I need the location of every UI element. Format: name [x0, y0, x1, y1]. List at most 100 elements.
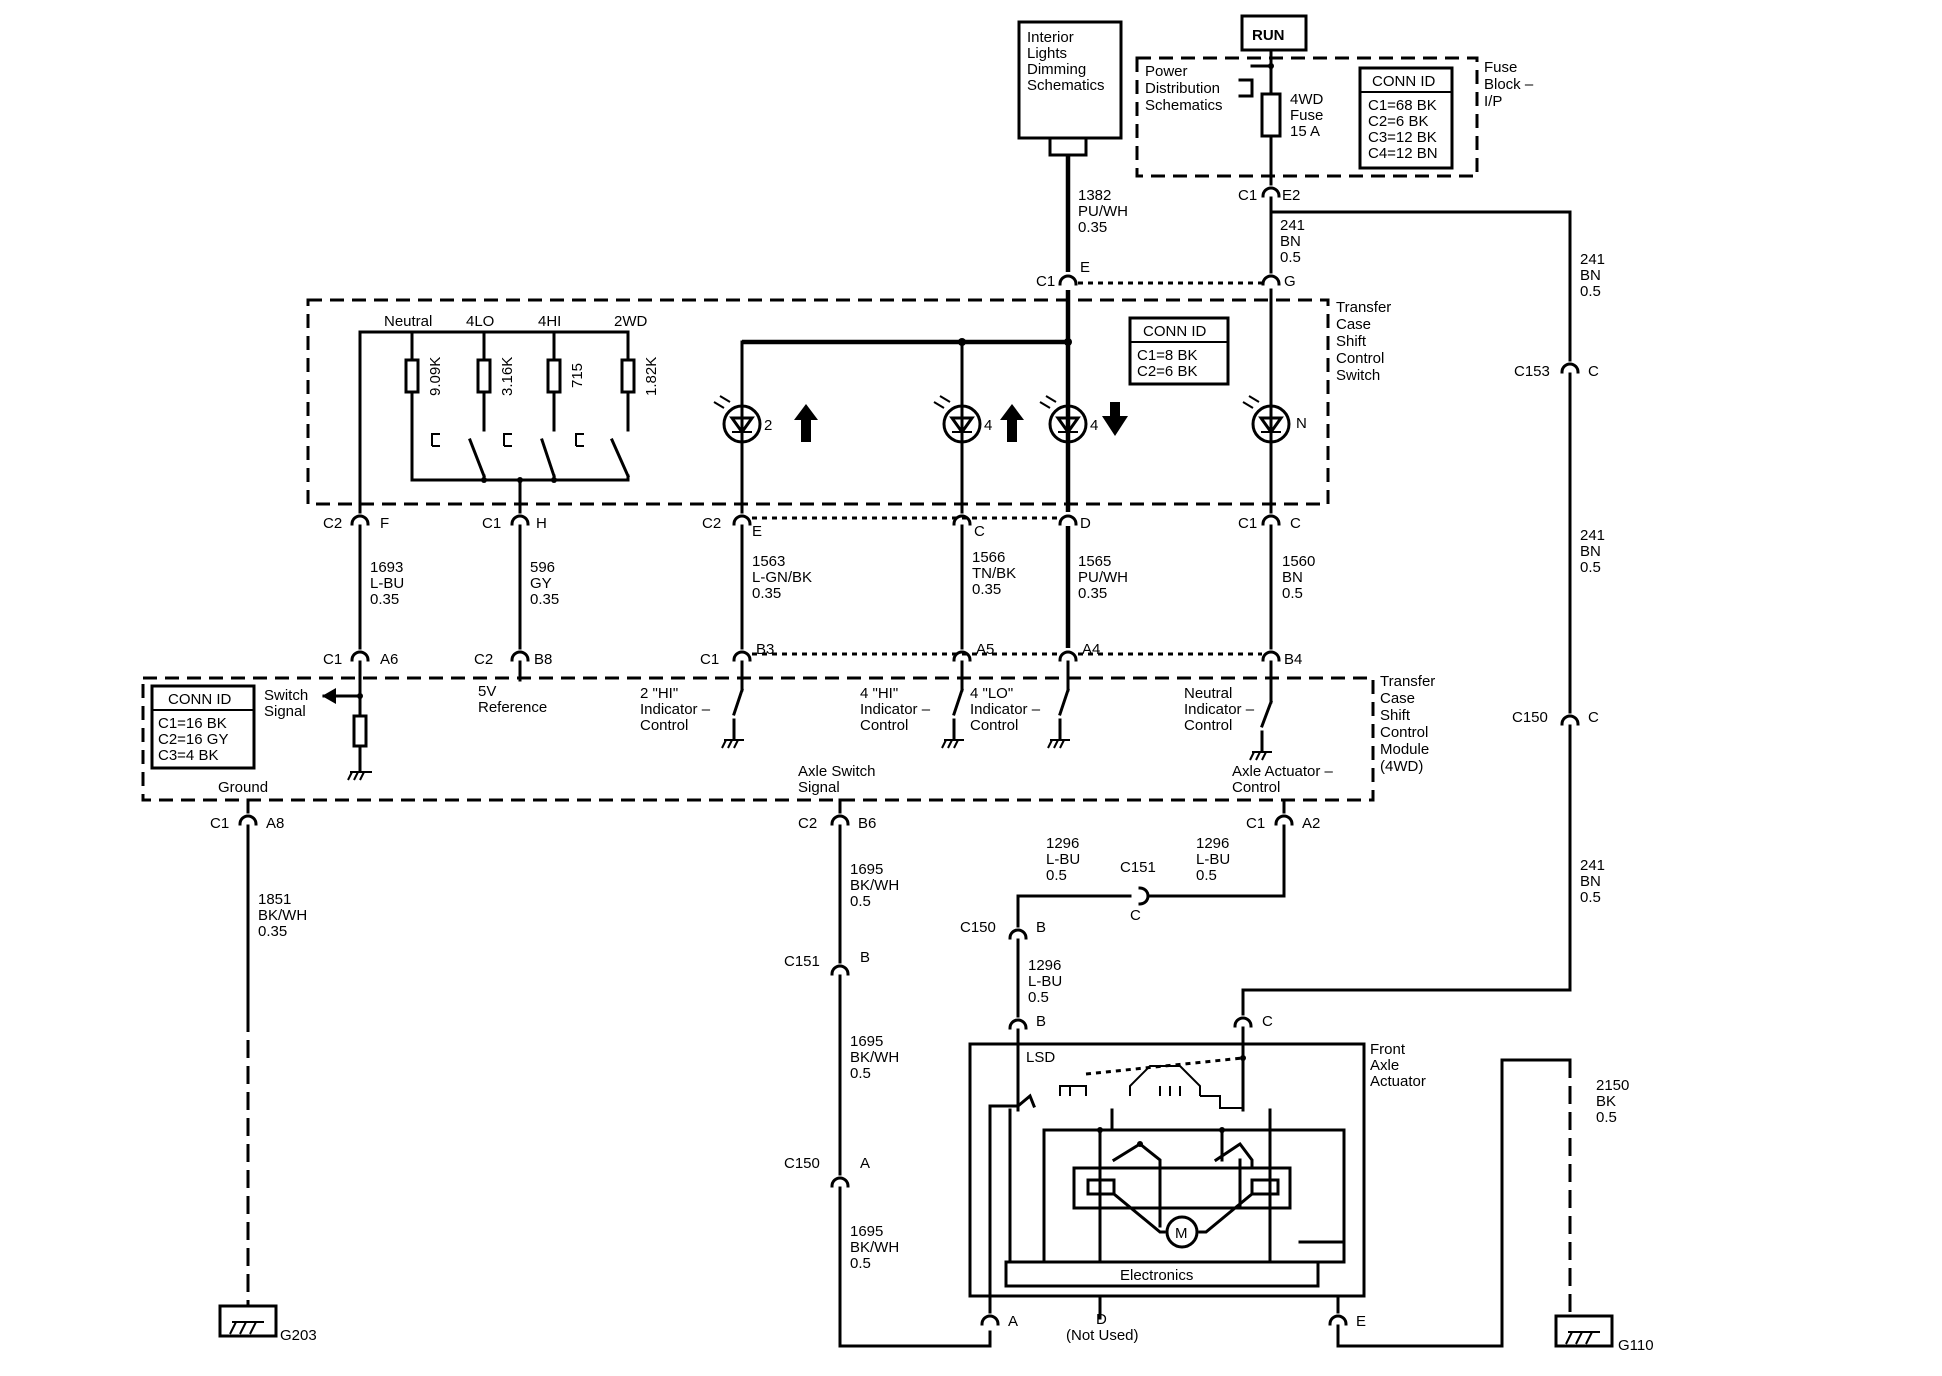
ground-g110-wire: G110 — [1500, 1058, 1654, 1354]
tcss-title-4: Control — [1336, 350, 1384, 367]
hi4-label-3: Control — [860, 717, 908, 734]
wire-241c-1: 241 — [1580, 527, 1605, 544]
neutral-label-1: Neutral — [1184, 685, 1232, 702]
wire-1296a-2: L-BU — [1046, 851, 1080, 868]
tcss-conn-1: C1=8 BK — [1137, 347, 1197, 364]
switch-signal-2: Signal — [264, 703, 306, 720]
sw-d: D — [1080, 515, 1091, 532]
interior-lights-block: Interior Lights Dimming Schematics — [1017, 20, 1123, 157]
axle-actuator-1: Axle Actuator – — [1232, 763, 1334, 780]
fuse-conn-3: C3=12 BK — [1368, 129, 1437, 146]
m-c1-b3-left: C1 — [700, 651, 719, 668]
resistor-3: 715 — [546, 330, 586, 432]
conn-c1-e-right: E — [1080, 259, 1090, 276]
wire-1296c-3: 0.5 — [1028, 989, 1049, 1006]
res-4-label: 1.82K — [643, 357, 660, 396]
tcscm-conn-1: C1=16 BK — [158, 715, 227, 732]
wire-1566-3: 0.35 — [972, 581, 1001, 598]
interior-label-2: Lights — [1027, 45, 1067, 62]
pos-neutral: Neutral — [384, 313, 432, 330]
interior-label-4: Schematics — [1027, 77, 1105, 94]
conn-c1-e2-right: E2 — [1282, 187, 1300, 204]
tcscm-title-5: Module — [1380, 741, 1429, 758]
lsd-label: LSD — [1026, 1049, 1055, 1066]
m-c1-a8-left: C1 — [210, 815, 229, 832]
wire-1695c-2: BK/WH — [850, 1239, 899, 1256]
wire-1296c-2: L-BU — [1028, 973, 1062, 990]
led-neutral: N — [1242, 395, 1307, 444]
wire-1565-2: PU/WH — [1078, 569, 1128, 586]
wire-1296b-3: 0.5 — [1196, 867, 1217, 884]
m-c2-b6-left: C2 — [798, 815, 817, 832]
sw-c2-e-left: C2 — [702, 515, 721, 532]
module-top-connectors — [350, 650, 1281, 662]
conn-c153-left: C153 — [1514, 363, 1550, 380]
wire-2150-1: 2150 — [1596, 1077, 1629, 1094]
wire-2150-2: BK — [1596, 1093, 1616, 1110]
led-neutral-label: N — [1296, 415, 1307, 432]
conn-c151c-right: C — [1130, 907, 1141, 924]
electronics-label: Electronics — [1120, 1267, 1193, 1284]
wire-1563-2: L-GN/BK — [752, 569, 812, 586]
fuse-block: Power Distribution Schematics 4WD Fuse 1… — [1135, 56, 1534, 178]
sw-c1-h-right: H — [536, 515, 547, 532]
tcscm-conn-2: C2=16 GY — [158, 731, 228, 748]
wire-241d-3: 0.5 — [1580, 889, 1601, 906]
m-b4: B4 — [1284, 651, 1302, 668]
wire-1695a-3: 0.5 — [850, 893, 871, 910]
wire-1296-path — [1008, 824, 1286, 1046]
axle-switch-2: Signal — [798, 779, 840, 796]
tcscm-conn-title: CONN ID — [168, 691, 232, 708]
wire-1693-2: L-BU — [370, 575, 404, 592]
conn-c1-e-left: C1 — [1036, 273, 1055, 290]
act-not-used: (Not Used) — [1066, 1327, 1139, 1344]
tcscm-title-6: (4WD) — [1380, 758, 1423, 775]
hi4-label-2: Indicator – — [860, 701, 931, 718]
ground-label: Ground — [218, 779, 268, 796]
run-label: RUN — [1252, 27, 1285, 44]
hi2-label-2: Indicator – — [640, 701, 711, 718]
wire-1851-2: BK/WH — [258, 907, 307, 924]
interior-label-1: Interior — [1027, 29, 1074, 46]
wire-1695b-2: BK/WH — [850, 1049, 899, 1066]
tcscm-conn-3: C3=4 BK — [158, 747, 218, 764]
act-b: B — [1036, 1013, 1046, 1030]
resistor-4: 1.82K — [620, 330, 660, 432]
conn-c151b-left: C151 — [784, 953, 820, 970]
tcss-conn-2: C2=6 BK — [1137, 363, 1197, 380]
wire-241c-2: BN — [1580, 543, 1601, 560]
down-arrow-icon — [1102, 402, 1128, 436]
m-c1-a6-right: A6 — [380, 651, 398, 668]
front-axle-actuator: Front Axle Actuator LSD M — [968, 1041, 1504, 1348]
hi2-label-3: Control — [640, 717, 688, 734]
wire-1695a-2: BK/WH — [850, 877, 899, 894]
interior-label-3: Dimming — [1027, 61, 1086, 78]
tcss-title-1: Transfer — [1336, 299, 1391, 316]
ground-g203-wire: G203 — [218, 824, 317, 1344]
fuse-label-2: Fuse — [1290, 107, 1323, 124]
m-c2-b8-left: C2 — [474, 651, 493, 668]
fuse-label-3: 15 A — [1290, 123, 1320, 140]
power-label-3: Schematics — [1145, 97, 1223, 114]
m-c1-a2-left: C1 — [1246, 815, 1265, 832]
wire-241a-2: BN — [1280, 233, 1301, 250]
wire-1565-1: 1565 — [1078, 553, 1111, 570]
wire-1296a-1: 1296 — [1046, 835, 1079, 852]
wire-596-1: 596 — [530, 559, 555, 576]
lo4-label-2: Indicator – — [970, 701, 1041, 718]
wire-1695c-3: 0.5 — [850, 1255, 871, 1272]
conn-c150c-left: C150 — [1512, 709, 1548, 726]
lo4-label-1: 4 "LO" — [970, 685, 1013, 702]
m-c1-a2-right: A2 — [1302, 815, 1320, 832]
wire-241b-3: 0.5 — [1580, 283, 1601, 300]
resistor-1: 9.09K — [404, 330, 444, 482]
res-2-label: 3.16K — [499, 357, 516, 396]
sw-c1-h-left: C1 — [482, 515, 501, 532]
wire-1563-3: 0.35 — [752, 585, 781, 602]
m-c2-b8-right: B8 — [534, 651, 552, 668]
m-a4: A4 — [1082, 641, 1100, 658]
transfer-case-module: Transfer Case Shift Control Module (4WD)… — [141, 660, 1435, 802]
res-3-label: 715 — [569, 363, 586, 388]
middle-wires — [358, 524, 1273, 650]
